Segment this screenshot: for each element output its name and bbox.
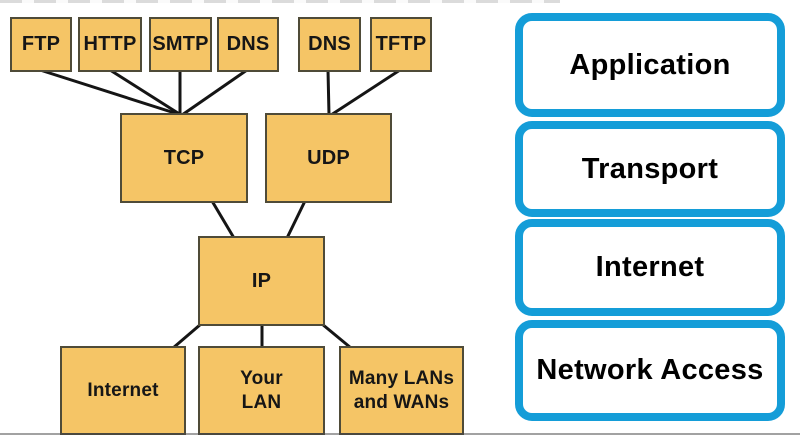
box-tcp: TCP	[120, 113, 248, 203]
layer-network-access: Network Access	[515, 320, 785, 421]
box-smtp: SMTP	[149, 17, 212, 72]
line-ip-internet	[171, 322, 203, 350]
box-udp: UDP	[265, 113, 392, 203]
line-ip-manylans	[320, 322, 353, 350]
layer-transport: Transport	[515, 121, 785, 217]
layer-internet: Internet	[515, 219, 785, 316]
box-many-lans-wans: Many LANs and WANs	[339, 346, 464, 435]
box-dns-udp: DNS	[298, 17, 361, 72]
line-tcp-ip	[210, 199, 236, 240]
line-udp-ip	[285, 199, 307, 240]
box-http: HTTP	[78, 17, 142, 72]
top-edge-artifact	[0, 0, 560, 3]
box-internet-network: Internet	[60, 346, 186, 435]
line-dns-udp	[326, 68, 331, 117]
line-ftp-tcp	[38, 68, 183, 117]
box-your-lan: Your LAN	[198, 346, 325, 435]
box-ip: IP	[198, 236, 325, 326]
box-tftp: TFTP	[370, 17, 432, 72]
line-http-tcp	[108, 68, 183, 117]
box-dns-tcp: DNS	[217, 17, 279, 72]
bottom-edge-artifact	[0, 433, 800, 435]
layer-application: Application	[515, 13, 785, 117]
box-ftp: FTP	[10, 17, 72, 72]
line-tftp-udp	[329, 68, 402, 117]
line-dns-tcp	[180, 68, 249, 117]
